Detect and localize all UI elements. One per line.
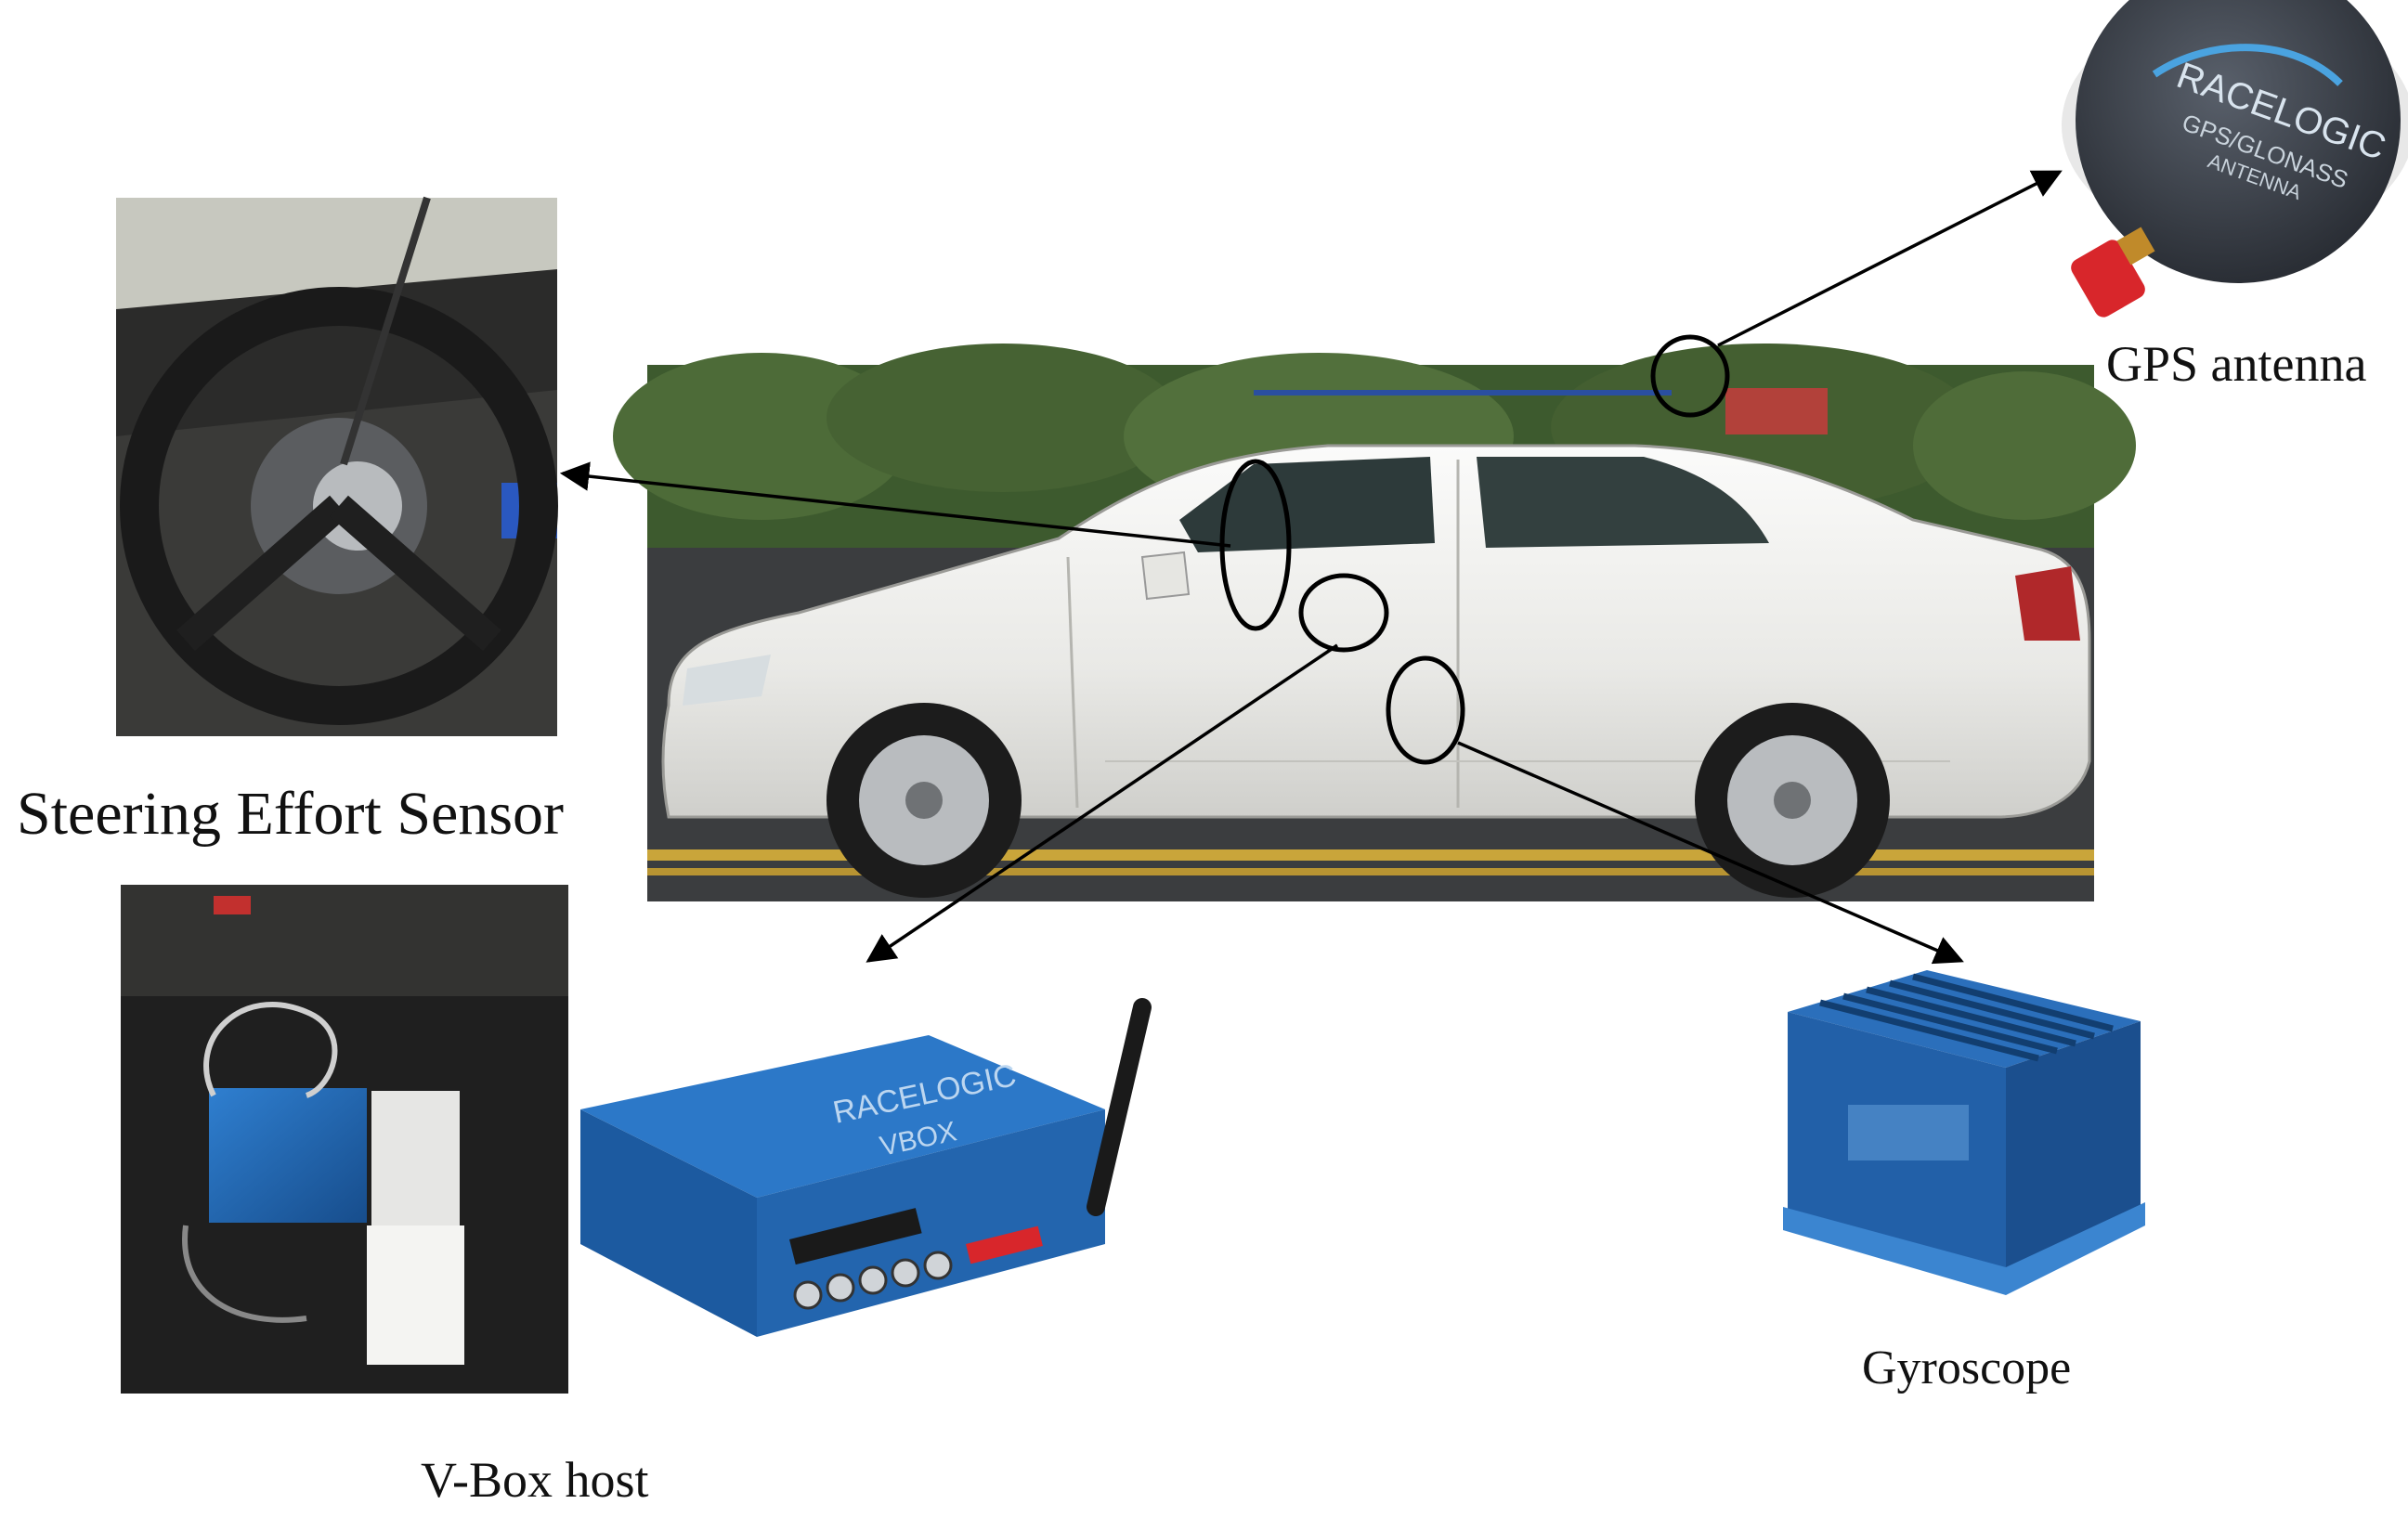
steering-wheel [120,287,558,725]
antenna-swoosh [2152,44,2343,86]
vbox-host-label: V-Box host [421,1452,649,1508]
arrow-to-gps-antenna [1717,170,2063,347]
antenna-connector [2071,240,2145,318]
vbox-antenna [1087,998,1152,1216]
callout-vbox-circle [1298,573,1389,653]
callout-antenna-circle [1650,334,1730,418]
gyroscope-fins [1819,973,2114,1062]
steering-sensor-photo [116,196,558,736]
steering-effort-sensor-label: Steering Effort Sensor [17,780,564,848]
car-photo [613,344,2136,901]
gyroscope-device [1783,970,2145,1295]
vbox-host-device: RACELOGIC VBOX [580,998,1152,1337]
arrow-to-gyroscope [1457,741,1964,965]
gyroscope-label: Gyroscope [1862,1342,2071,1394]
white-sedan [661,390,2091,898]
arrow-to-vbox-host [866,643,1338,963]
callout-gyroscope-circle [1386,655,1465,765]
gps-antenna-device: RACELOGIC GPS/GLONASS ANTENNA [2062,0,2408,318]
arrow-to-steering-sensor [559,461,1231,548]
gps-antenna-label: GPS antenna [2106,336,2367,392]
vbox-incar-photo [121,885,568,1394]
